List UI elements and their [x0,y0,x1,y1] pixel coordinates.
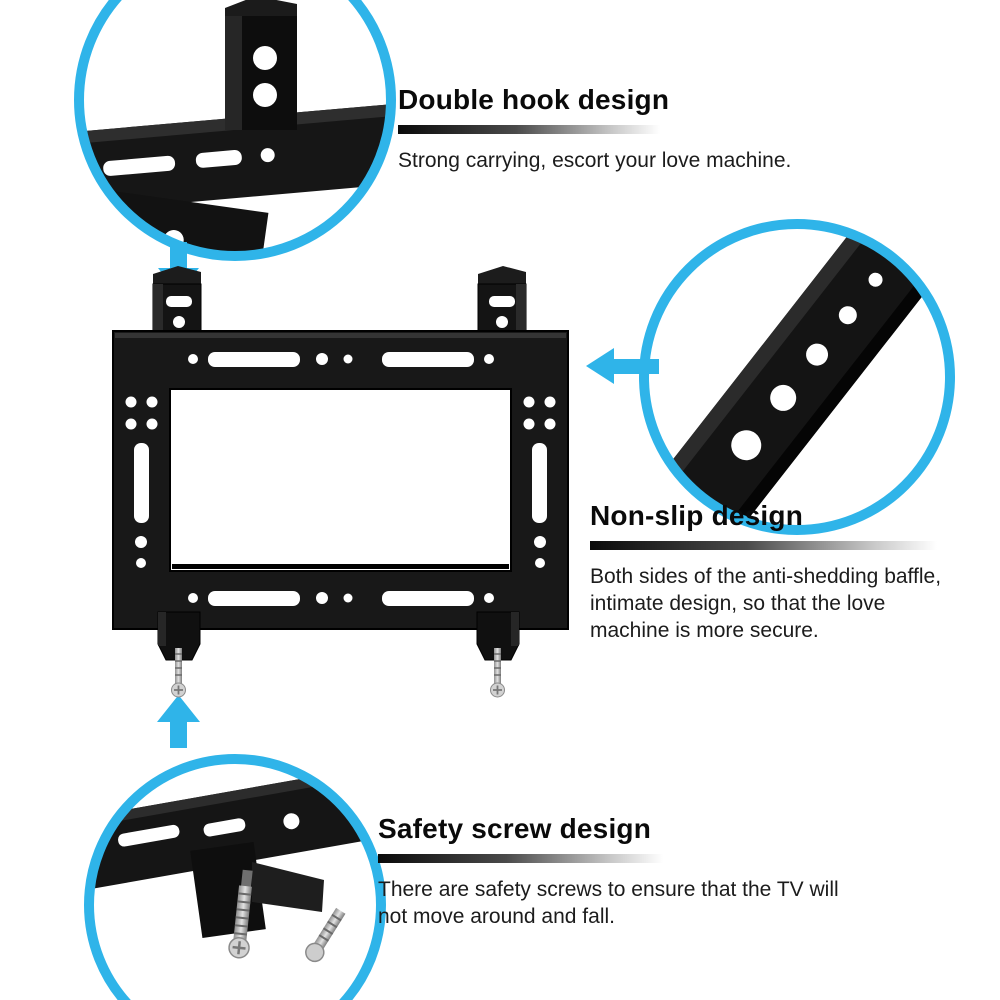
arrow-up-icon [157,695,200,748]
feature-description-non-slip: Both sides of the anti-shedding baffle, … [590,565,942,642]
callout-double-hook-photo [74,0,396,261]
divider-bar [590,541,937,550]
feature-title-safety-screw: Safety screw design [378,813,652,844]
feature-title-double-hook: Double hook design [398,84,670,115]
feature-title-non-slip: Non-slip design [590,500,803,531]
feature-description-double-hook: Strong carrying, escort your love machin… [398,149,792,172]
main-product-photo [112,266,569,698]
divider-bar [378,854,663,863]
callout-safety-screw-photo [84,754,386,1000]
feature-description-safety-screw: There are safety screws to ensure that t… [378,878,839,928]
divider-bar [398,125,660,134]
feature-safety-screw: Safety screw design There are safety scr… [378,813,858,930]
feature-non-slip: Non-slip design Both sides of the anti-s… [590,500,942,644]
arrow-left-icon [586,348,659,384]
feature-double-hook: Double hook design Strong carrying, esco… [398,84,868,174]
callout-non-slip-photo [639,219,955,535]
